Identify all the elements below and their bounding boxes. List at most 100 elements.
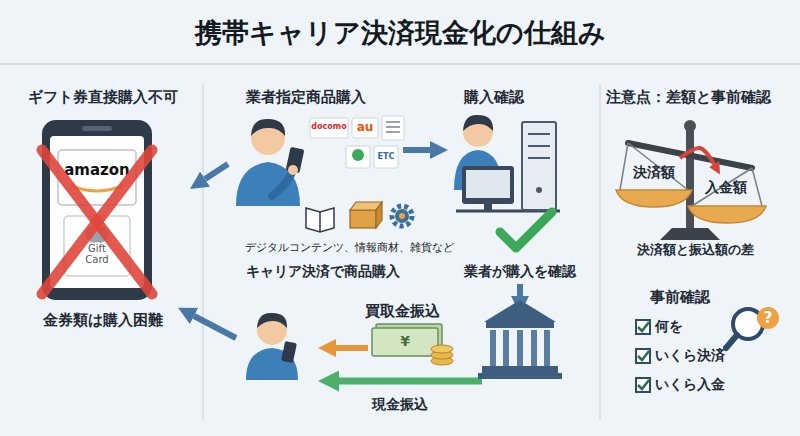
carrier-logos — [374, 146, 398, 168]
checklist-boxes — [636, 378, 650, 392]
balance-scale — [616, 120, 766, 240]
carrier-logo-text: au — [352, 120, 378, 134]
flow-label: 買取金振込 — [352, 302, 452, 320]
magnifier-icon — [757, 307, 779, 329]
product-icons — [376, 202, 382, 228]
caution-panel: 注意点：差額と事前確認決済額と振込額の差決済額入金額事前確認何をいくら決済いくら… — [605, 84, 795, 419]
pan-label: 決済額 — [620, 164, 688, 181]
carrier-logos — [310, 116, 404, 168]
balance-scale — [684, 120, 696, 132]
checklist-box: 事前確認何をいくら決済いくら入金 — [615, 282, 795, 412]
check-mark — [500, 212, 552, 248]
money-icon — [431, 345, 453, 353]
checklist-boxes — [638, 322, 649, 331]
carrier-logos — [352, 149, 364, 161]
question-mark: ? — [757, 308, 779, 327]
smartphone-illustration — [50, 136, 144, 288]
flow-arrows — [194, 284, 520, 381]
product-icons — [392, 206, 412, 226]
money-icon — [372, 324, 453, 365]
prohibition-cross — [42, 150, 152, 294]
diagram-title: 携帯キャリア決済現金化の仕組み — [0, 17, 800, 49]
user-illustration — [251, 119, 285, 136]
flow-label: 現金振込 — [355, 396, 445, 413]
balance-scale — [686, 128, 694, 230]
operator-illustration — [528, 133, 550, 135]
bank-icon — [503, 330, 509, 366]
balance-scale — [620, 143, 628, 190]
user-illustration — [288, 165, 298, 175]
section-heading: 購入確認 — [448, 88, 540, 106]
operator-illustration — [466, 170, 510, 198]
carrier-logos — [386, 121, 400, 123]
connector-group — [205, 148, 714, 179]
product-icons — [399, 213, 405, 219]
product-icons — [306, 208, 334, 232]
logo-text: ETC — [374, 152, 398, 162]
prohibition-cross — [42, 150, 152, 294]
checklist-boxes — [636, 349, 650, 363]
smartphone-illustration — [86, 227, 109, 243]
pan-label: 入金額 — [692, 179, 760, 196]
brand-text: amazon — [58, 161, 136, 179]
balance-scale — [616, 190, 692, 207]
user-illustration — [236, 162, 300, 206]
bank-icon — [486, 322, 554, 328]
flow-arrows — [336, 345, 368, 351]
flow-arrows — [517, 284, 523, 296]
scale-caption: 決済額と振込額の差 — [612, 242, 778, 258]
carrier-logos — [346, 146, 370, 168]
user-illustration — [236, 119, 304, 206]
balance-scale — [660, 228, 720, 240]
divider-lines — [599, 84, 601, 420]
recipient-illustration — [281, 341, 297, 363]
checklist-item: 何を — [655, 318, 755, 335]
bank-icon — [531, 330, 537, 366]
smartphone-illustration — [64, 216, 130, 276]
smartphone-illustration — [72, 186, 122, 191]
flow-connector — [680, 148, 714, 164]
money-icon — [372, 328, 438, 356]
operator-illustration — [522, 122, 556, 210]
product-note: デジタルコンテンツ、情報商材、雑貨など — [240, 241, 458, 254]
carrier-logos — [352, 118, 378, 138]
card-text: Gift Card — [77, 243, 117, 265]
section-heading: 業者指定商品購入 — [228, 88, 383, 106]
operator-illustration — [528, 157, 550, 159]
product-icons — [395, 209, 409, 223]
scale-pan: 決済額 — [620, 158, 688, 188]
divider-lines — [202, 84, 204, 420]
magnifier-icon — [726, 335, 737, 348]
balance-scale — [752, 168, 762, 206]
checklist-boxes — [636, 320, 650, 334]
operator-illustration — [536, 187, 542, 193]
currency-symbol: ¥ — [372, 333, 438, 350]
checklist-boxes — [636, 320, 650, 392]
flow-connector — [205, 164, 228, 179]
operator-illustration — [528, 145, 550, 147]
section-heading: 注意点：差額と事前確認 — [605, 88, 771, 106]
magnifier-icon — [726, 307, 779, 348]
carrier-logo-text: docomo — [310, 122, 348, 132]
bank-icon — [517, 330, 523, 366]
bank-icon — [478, 300, 562, 379]
operator-illustration — [462, 166, 514, 204]
scale-pan: 入金額 — [692, 173, 760, 203]
checklist-item: いくら決済 — [655, 347, 755, 364]
caption-text: 金券類は購入困難 — [15, 311, 190, 329]
smartphone-illustration — [82, 126, 112, 131]
prohibition-cross — [42, 150, 152, 294]
bank-icon — [544, 330, 550, 366]
bank-icon — [478, 373, 562, 379]
checklist-boxes — [638, 380, 649, 389]
step-caption: 業者が購入を確認 — [450, 263, 590, 280]
operator-illustration — [484, 204, 492, 210]
gift-card-panel: ギフト券直接購入不可金券類は購入困難 — [15, 84, 190, 334]
flow-connector — [403, 147, 430, 153]
smartphone-illustration — [58, 150, 136, 205]
operator-illustration — [454, 115, 560, 211]
recipient-illustration — [246, 313, 298, 380]
checklist-item: いくら入金 — [655, 376, 755, 393]
